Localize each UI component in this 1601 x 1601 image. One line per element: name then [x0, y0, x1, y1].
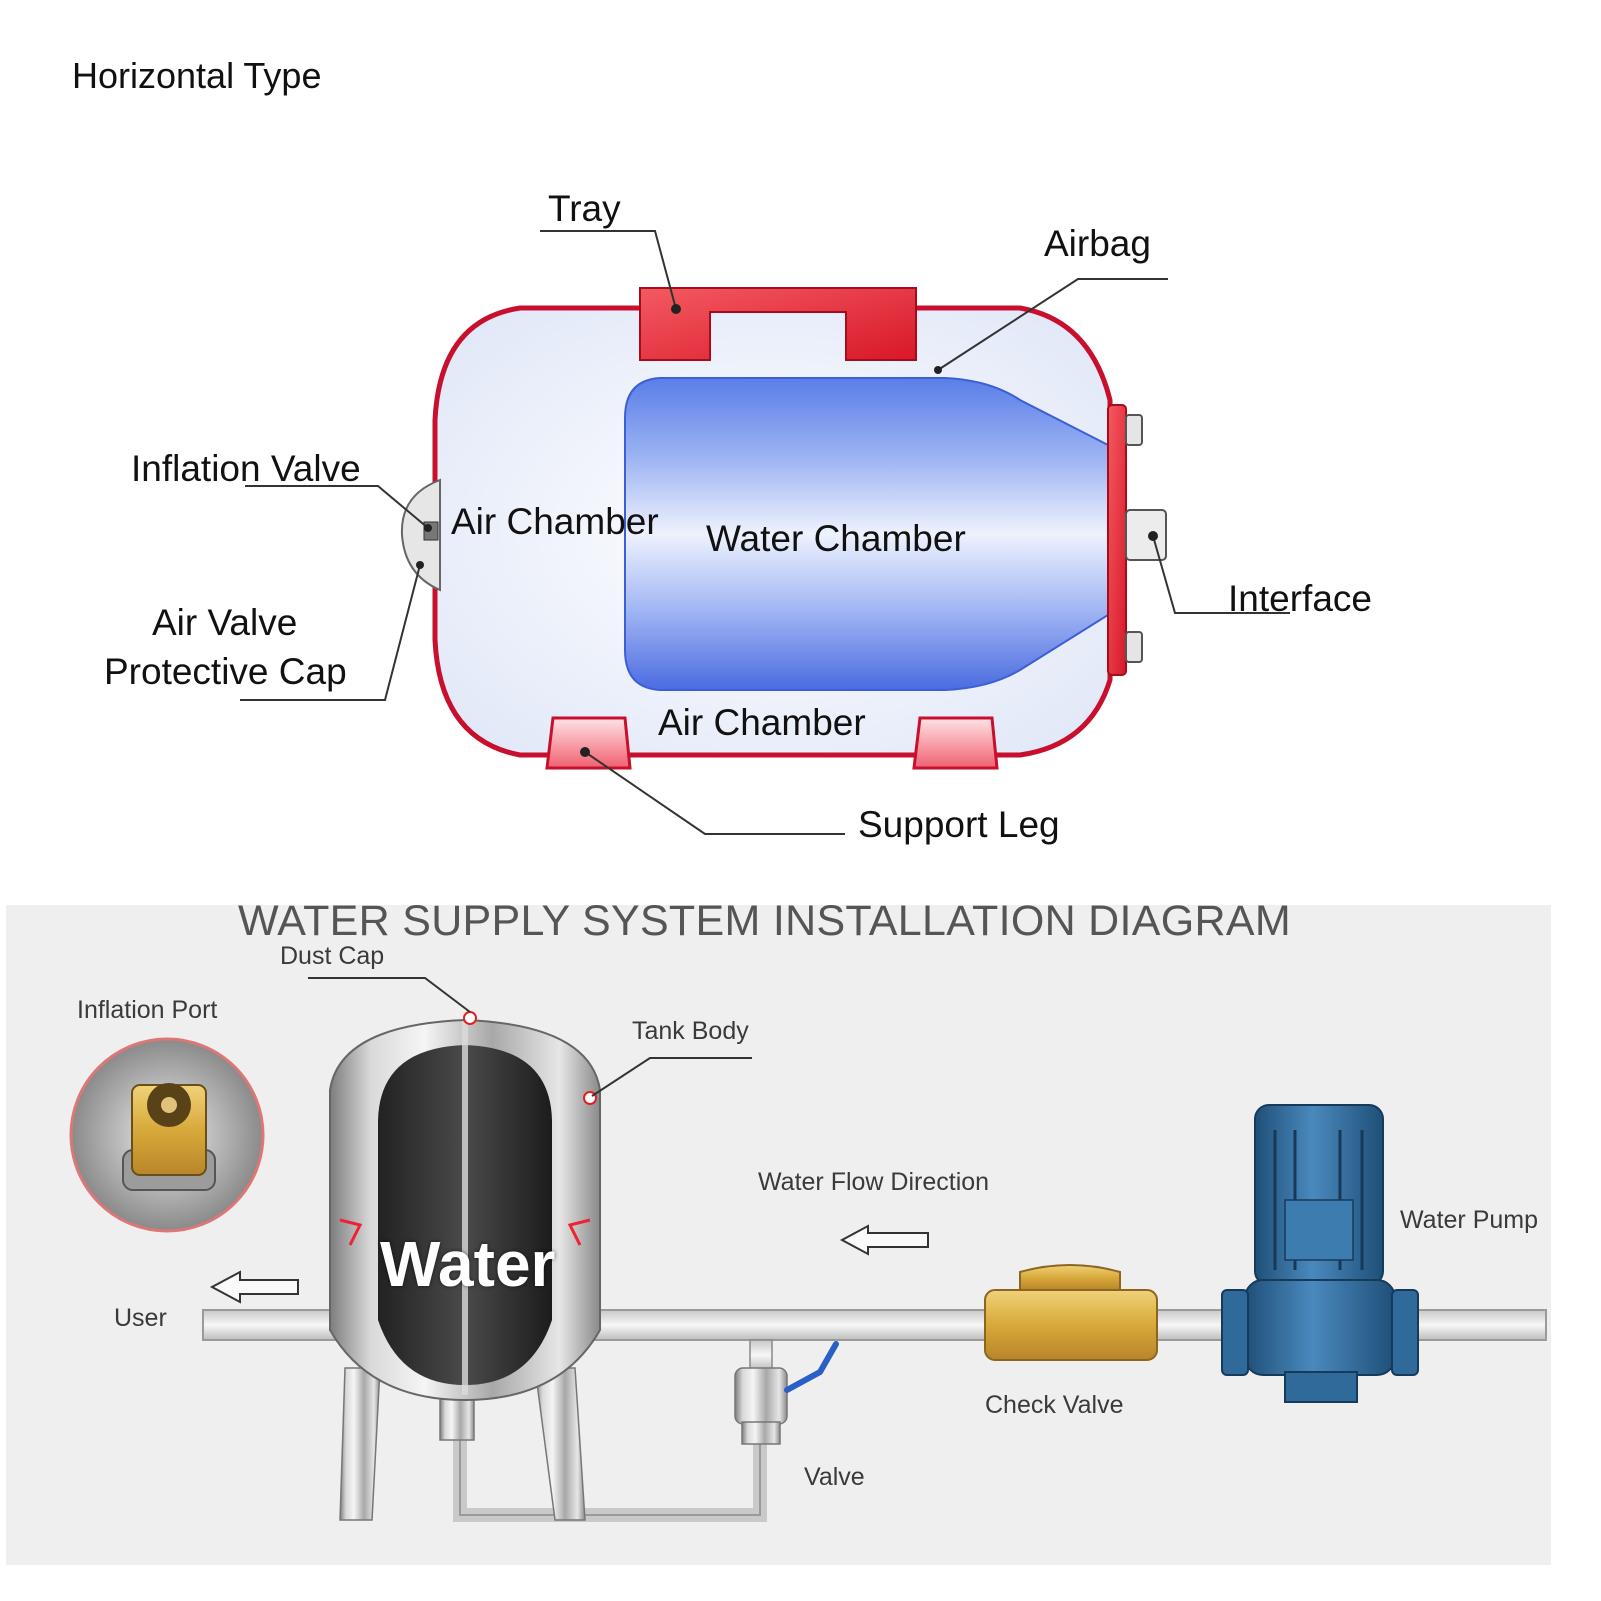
label-tray: Tray: [548, 188, 621, 229]
ball-valve: [734, 1367, 788, 1425]
air-valve-cap: [400, 478, 441, 592]
leader-tank-body: [591, 1057, 752, 1097]
installation-title: WATER SUPPLY SYSTEM INSTALLATION DIAGRAM: [238, 897, 1291, 945]
pump-body: [1244, 1279, 1396, 1376]
airbag: [624, 377, 1109, 691]
label-user: User: [114, 1304, 167, 1332]
label-interface: Interface: [1228, 578, 1372, 619]
leader-airbag: [937, 278, 1168, 371]
dust-cap-marker: [463, 1011, 477, 1025]
leader-interface: [1152, 535, 1290, 614]
label-support-leg: Support Leg: [858, 804, 1060, 845]
label-valve: Valve: [804, 1463, 865, 1491]
label-airbag: Airbag: [1044, 223, 1151, 264]
label-air-valve-cap-2: Protective Cap: [104, 651, 347, 692]
flow-arrow-icon: [839, 1224, 929, 1256]
support-leg-left: [545, 716, 632, 770]
support-leg-right: [912, 716, 999, 770]
leader-tray: [540, 230, 677, 310]
label-air-chamber-left: Air Chamber: [451, 501, 659, 542]
valve-handle: [784, 1341, 839, 1393]
leader-inflation-valve: [245, 485, 429, 529]
leader-cap: [240, 564, 421, 701]
flange-bolt-bottom: [1125, 631, 1143, 663]
leader-support-leg: [584, 751, 845, 835]
label-water-pump: Water Pump: [1400, 1206, 1539, 1234]
label-water: Water: [380, 1228, 556, 1300]
leader-dust-cap: [308, 977, 471, 1013]
label-water-flow-direction: Water Flow Direction: [758, 1168, 990, 1196]
user-arrow-icon: [209, 1270, 299, 1304]
check-valve: [984, 1289, 1158, 1361]
label-air-valve-cap-1: Air Valve: [152, 602, 298, 643]
label-tank-body: Tank Body: [632, 1017, 749, 1045]
label-check-valve: Check Valve: [985, 1391, 1124, 1419]
label-inflation-valve: Inflation Valve: [131, 448, 361, 489]
diagram-title: Horizontal Type: [72, 55, 322, 96]
label-air-chamber-bottom: Air Chamber: [658, 702, 866, 743]
label-inflation-port: Inflation Port: [77, 996, 218, 1024]
tray: [639, 287, 917, 361]
flange-bolt-top: [1125, 414, 1143, 446]
label-dust-cap: Dust Cap: [280, 942, 385, 970]
label-water-chamber: Water Chamber: [706, 518, 966, 559]
interface-port: [1125, 509, 1167, 561]
flange-plate: [1107, 404, 1127, 676]
